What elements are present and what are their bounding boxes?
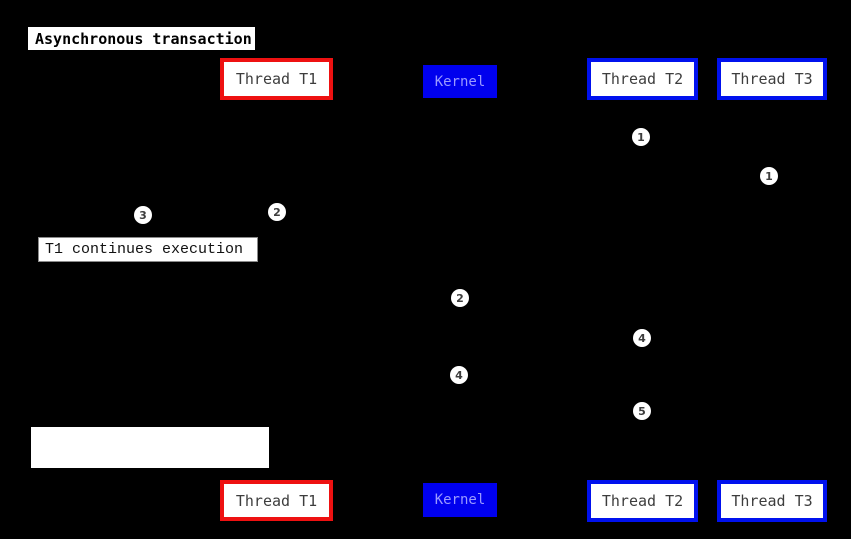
sequence-marker-3-left: 3 [134, 206, 152, 224]
note-t1-continues-execution: T1 continues execution [38, 237, 258, 262]
actor-thread-t1-top: Thread T1 [220, 58, 333, 100]
actor-thread-t1-bottom: Thread T1 [220, 480, 333, 521]
sequence-marker-2-kernel: 2 [451, 289, 469, 307]
actor-thread-t2-top: Thread T2 [587, 58, 698, 100]
note-blank [31, 427, 269, 468]
actor-thread-t3-top: Thread T3 [717, 58, 827, 100]
sequence-marker-1-thread-t2: 1 [632, 128, 650, 146]
sequence-marker-4-kernel: 4 [450, 366, 468, 384]
actor-thread-t3-bottom: Thread T3 [717, 480, 827, 522]
sequence-marker-1-thread-t3: 1 [760, 167, 778, 185]
sequence-marker-4-thread-t2: 4 [633, 329, 651, 347]
sequence-marker-5-thread-t2: 5 [633, 402, 651, 420]
actor-thread-t2-bottom: Thread T2 [587, 480, 698, 522]
actor-kernel-top: Kernel [423, 65, 497, 98]
sequence-marker-2-thread-t1: 2 [268, 203, 286, 221]
diagram-title: Asynchronous transaction [28, 27, 255, 50]
actor-kernel-bottom: Kernel [423, 483, 497, 517]
